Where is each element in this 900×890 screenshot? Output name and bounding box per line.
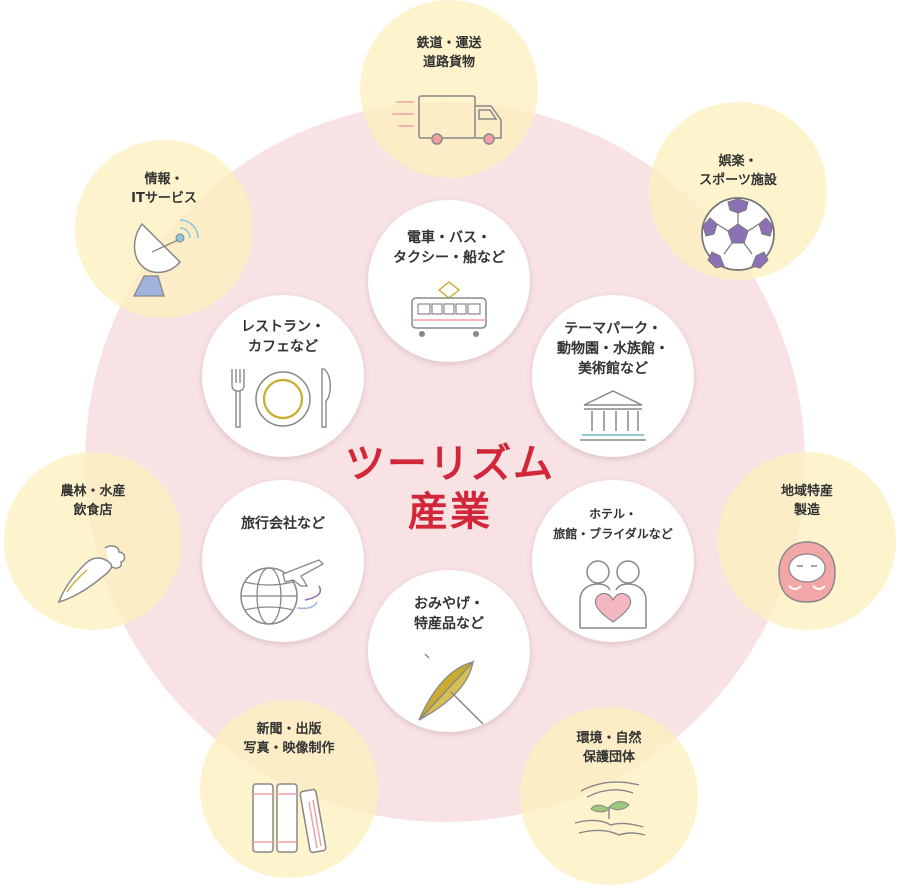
outer-item-local-specialty: 地域特産製造 [718,452,896,630]
couple-heart-icon [579,560,647,629]
train-icon [411,281,487,337]
soccer-ball-icon [701,197,775,271]
inner-item-restaurants: レストラン・カフェなど [202,295,364,457]
outer-item-label: 情報・ITサービス [131,172,197,206]
umbrella-icon [418,653,484,725]
books-icon [252,783,327,854]
inner-item-label: おみやげ・特産品など [414,596,484,632]
sprout-in-hands-icon [574,781,646,836]
outer-item-railway-logistics: 鉄道・運送道路貨物 [360,0,538,178]
inner-item-label: テーマパーク・動物園・水族館・美術館など [557,321,669,377]
outer-item-environment-conservation: 環境・自然保護団体 [520,707,698,885]
outer-item-label: 環境・自然保護団体 [576,731,642,765]
inner-item-accommodation: ホテル・旅館・ブライダルなど [532,480,694,642]
outer-item-label: 娯楽・スポーツ施設 [699,154,777,188]
truck-icon [392,95,502,145]
outer-item-label: 鉄道・運送道路貨物 [416,36,482,70]
satellite-dish-icon [132,219,199,297]
daruma-icon [778,541,836,603]
outer-item-label: 新聞・出版写真・映像制作 [243,722,335,756]
inner-item-label: レストラン・カフェなど [241,319,325,355]
center-title: ツーリズム 産業 [345,441,555,535]
outer-item-it-services: 情報・ITサービス [75,140,253,318]
globe-airplane-icon [240,559,325,625]
outer-item-label: 農林・水産飲食店 [60,484,126,518]
inner-item-souvenirs: おみやげ・特産品など [368,570,530,732]
inner-item-travel-agency: 旅行会社など [202,480,364,642]
outer-item-entertainment-sports: 娯楽・スポーツ施設 [649,102,827,280]
inner-item-label: 電車・バス・タクシー・船など [393,230,505,266]
museum-icon [580,390,646,441]
inner-item-transportation: 電車・バス・タクシー・船など [368,200,530,362]
outer-item-agriculture-food: 農林・水産飲食店 [4,452,182,630]
outer-item-label: 地域特産製造 [780,484,833,518]
inner-item-label: 旅行会社など [241,516,325,532]
outer-item-publishing-media: 新聞・出版写真・映像制作 [200,700,378,878]
inner-item-label: ホテル・旅館・ブライダルなど [553,507,673,541]
inner-item-leisure-facilities: テーマパーク・動物園・水族館・美術館など [532,295,694,457]
cutlery-plate-icon [231,368,331,428]
radish-icon [57,545,126,604]
